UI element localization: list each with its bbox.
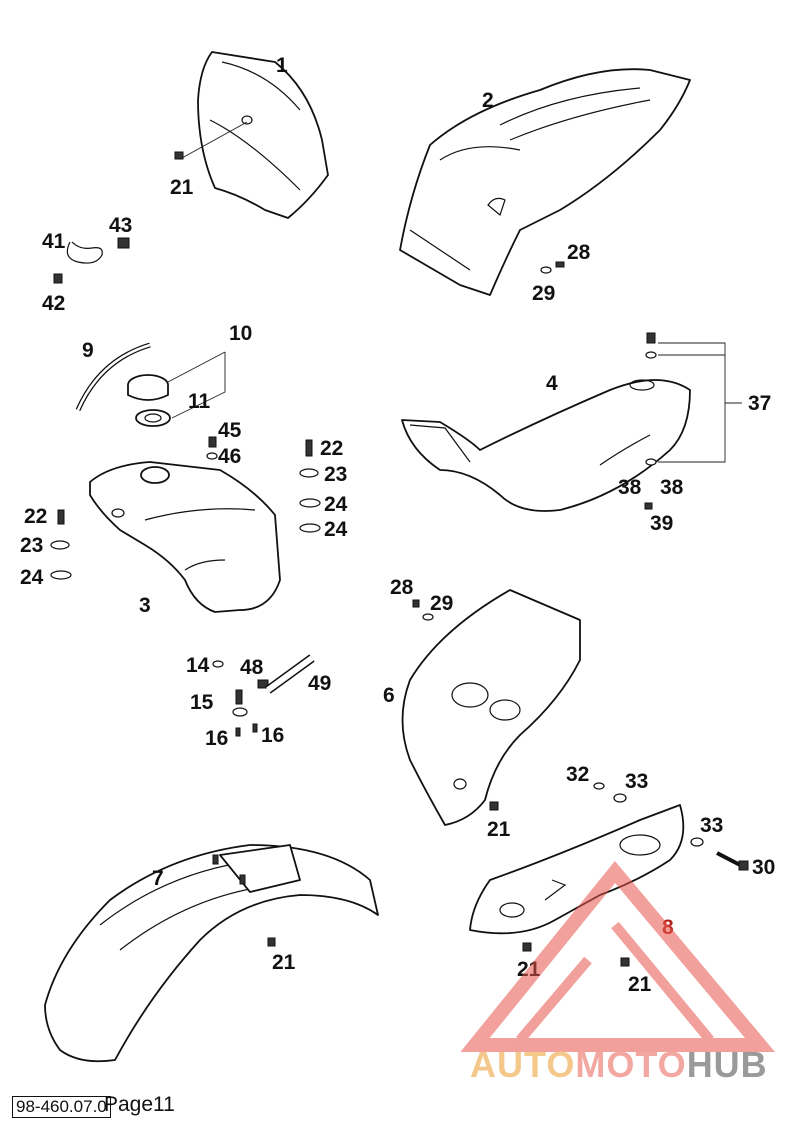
washer-24-right-b bbox=[299, 523, 321, 533]
label-21-guard-b: 21 bbox=[628, 973, 652, 996]
screw-21-plate bbox=[174, 151, 184, 160]
bolt-22-right bbox=[305, 439, 313, 457]
washer-29-rear bbox=[540, 266, 552, 274]
label-14: 14 bbox=[186, 654, 210, 677]
fuel-hose-49 bbox=[265, 654, 315, 694]
label-4: 4 bbox=[546, 372, 558, 395]
screw-21-panel bbox=[489, 801, 499, 811]
washer-23-left bbox=[50, 540, 70, 550]
page-label: Page11 bbox=[104, 1093, 175, 1116]
screw-45 bbox=[208, 436, 217, 448]
frame-guard-8 bbox=[469, 804, 685, 935]
label-43: 43 bbox=[109, 214, 132, 237]
screw-39 bbox=[644, 502, 653, 510]
watermark-word-moto: MOTO bbox=[575, 1044, 687, 1085]
seat bbox=[401, 379, 691, 512]
bolt-28-panel bbox=[412, 599, 420, 608]
watermark-wordmark: AUTOMOTOHUB bbox=[470, 1044, 768, 1086]
screw-21-guard-a bbox=[522, 942, 532, 952]
label-33-b: 33 bbox=[700, 814, 723, 837]
label-21-panel: 21 bbox=[487, 818, 511, 841]
label-10: 10 bbox=[229, 322, 252, 345]
label-30: 30 bbox=[752, 856, 775, 879]
label-49: 49 bbox=[308, 672, 331, 695]
rear-fender bbox=[399, 68, 691, 296]
label-42: 42 bbox=[42, 292, 65, 315]
label-11: 11 bbox=[188, 390, 211, 413]
label-24-left: 24 bbox=[20, 566, 44, 589]
label-48: 48 bbox=[240, 656, 264, 679]
label-46: 46 bbox=[218, 445, 241, 468]
label-38-b: 38 bbox=[660, 476, 684, 499]
callout-labels: 1 2 21 41 43 42 28 29 9 10 11 4 37 45 46… bbox=[20, 54, 775, 996]
label-28-panel: 28 bbox=[390, 576, 414, 599]
washer-33-a bbox=[613, 793, 627, 803]
fuel-tank bbox=[89, 461, 281, 613]
label-6: 6 bbox=[383, 684, 395, 707]
label-1: 1 bbox=[276, 54, 288, 77]
label-37: 37 bbox=[748, 392, 771, 415]
washer-32 bbox=[593, 782, 605, 790]
nut-43 bbox=[117, 237, 130, 249]
tap-parts bbox=[212, 660, 269, 737]
breather-hose-9 bbox=[75, 342, 151, 412]
fuel-cap-10 bbox=[127, 374, 169, 401]
washer-29-panel bbox=[422, 613, 434, 621]
label-28-rear: 28 bbox=[567, 241, 591, 264]
label-15: 15 bbox=[190, 691, 214, 714]
label-29-panel: 29 bbox=[430, 592, 453, 615]
bolt-28-rear bbox=[555, 261, 565, 268]
screw-21-front bbox=[267, 937, 276, 947]
label-33-a: 33 bbox=[625, 770, 648, 793]
label-21-plate: 21 bbox=[170, 176, 194, 199]
front-fender-7 bbox=[44, 844, 379, 1063]
label-16-b: 16 bbox=[261, 724, 284, 747]
label-7: 7 bbox=[152, 867, 164, 890]
label-24-right-b: 24 bbox=[324, 518, 348, 541]
washer-23-right bbox=[299, 468, 319, 478]
seat-hardware-37 bbox=[645, 332, 657, 466]
cable-41 bbox=[66, 241, 103, 264]
screw-21-guard-b bbox=[620, 957, 630, 967]
label-3: 3 bbox=[139, 594, 151, 617]
watermark-word-hub: HUB bbox=[686, 1044, 768, 1085]
label-23-right: 23 bbox=[324, 463, 347, 486]
bolt-30 bbox=[716, 851, 749, 871]
screw-42 bbox=[53, 273, 63, 284]
label-38-a: 38 bbox=[618, 476, 642, 499]
washer-33-b bbox=[690, 837, 704, 847]
number-plate bbox=[197, 51, 329, 219]
label-9: 9 bbox=[82, 339, 94, 362]
label-41: 41 bbox=[42, 230, 66, 253]
washer-24-left bbox=[50, 570, 72, 580]
washer-24-right-a bbox=[299, 498, 321, 508]
label-24-right-a: 24 bbox=[324, 493, 348, 516]
label-32: 32 bbox=[566, 763, 589, 786]
label-45: 45 bbox=[218, 419, 242, 442]
label-22-left: 22 bbox=[24, 505, 47, 528]
document-number: 98-460.07.0 bbox=[12, 1096, 111, 1118]
label-22-right: 22 bbox=[320, 437, 343, 460]
label-2: 2 bbox=[482, 89, 494, 112]
label-23-left: 23 bbox=[20, 534, 43, 557]
filler-ring-11 bbox=[135, 409, 171, 427]
label-21-front: 21 bbox=[272, 951, 296, 974]
label-16-a: 16 bbox=[205, 727, 228, 750]
label-29-rear: 29 bbox=[532, 282, 555, 305]
bolt-22-left bbox=[57, 509, 65, 525]
watermark-logo-icon bbox=[460, 860, 776, 1052]
side-panel-6 bbox=[401, 589, 581, 826]
washer-46 bbox=[206, 452, 218, 460]
watermark-word-auto: AUTO bbox=[470, 1044, 576, 1085]
label-39: 39 bbox=[650, 512, 673, 535]
